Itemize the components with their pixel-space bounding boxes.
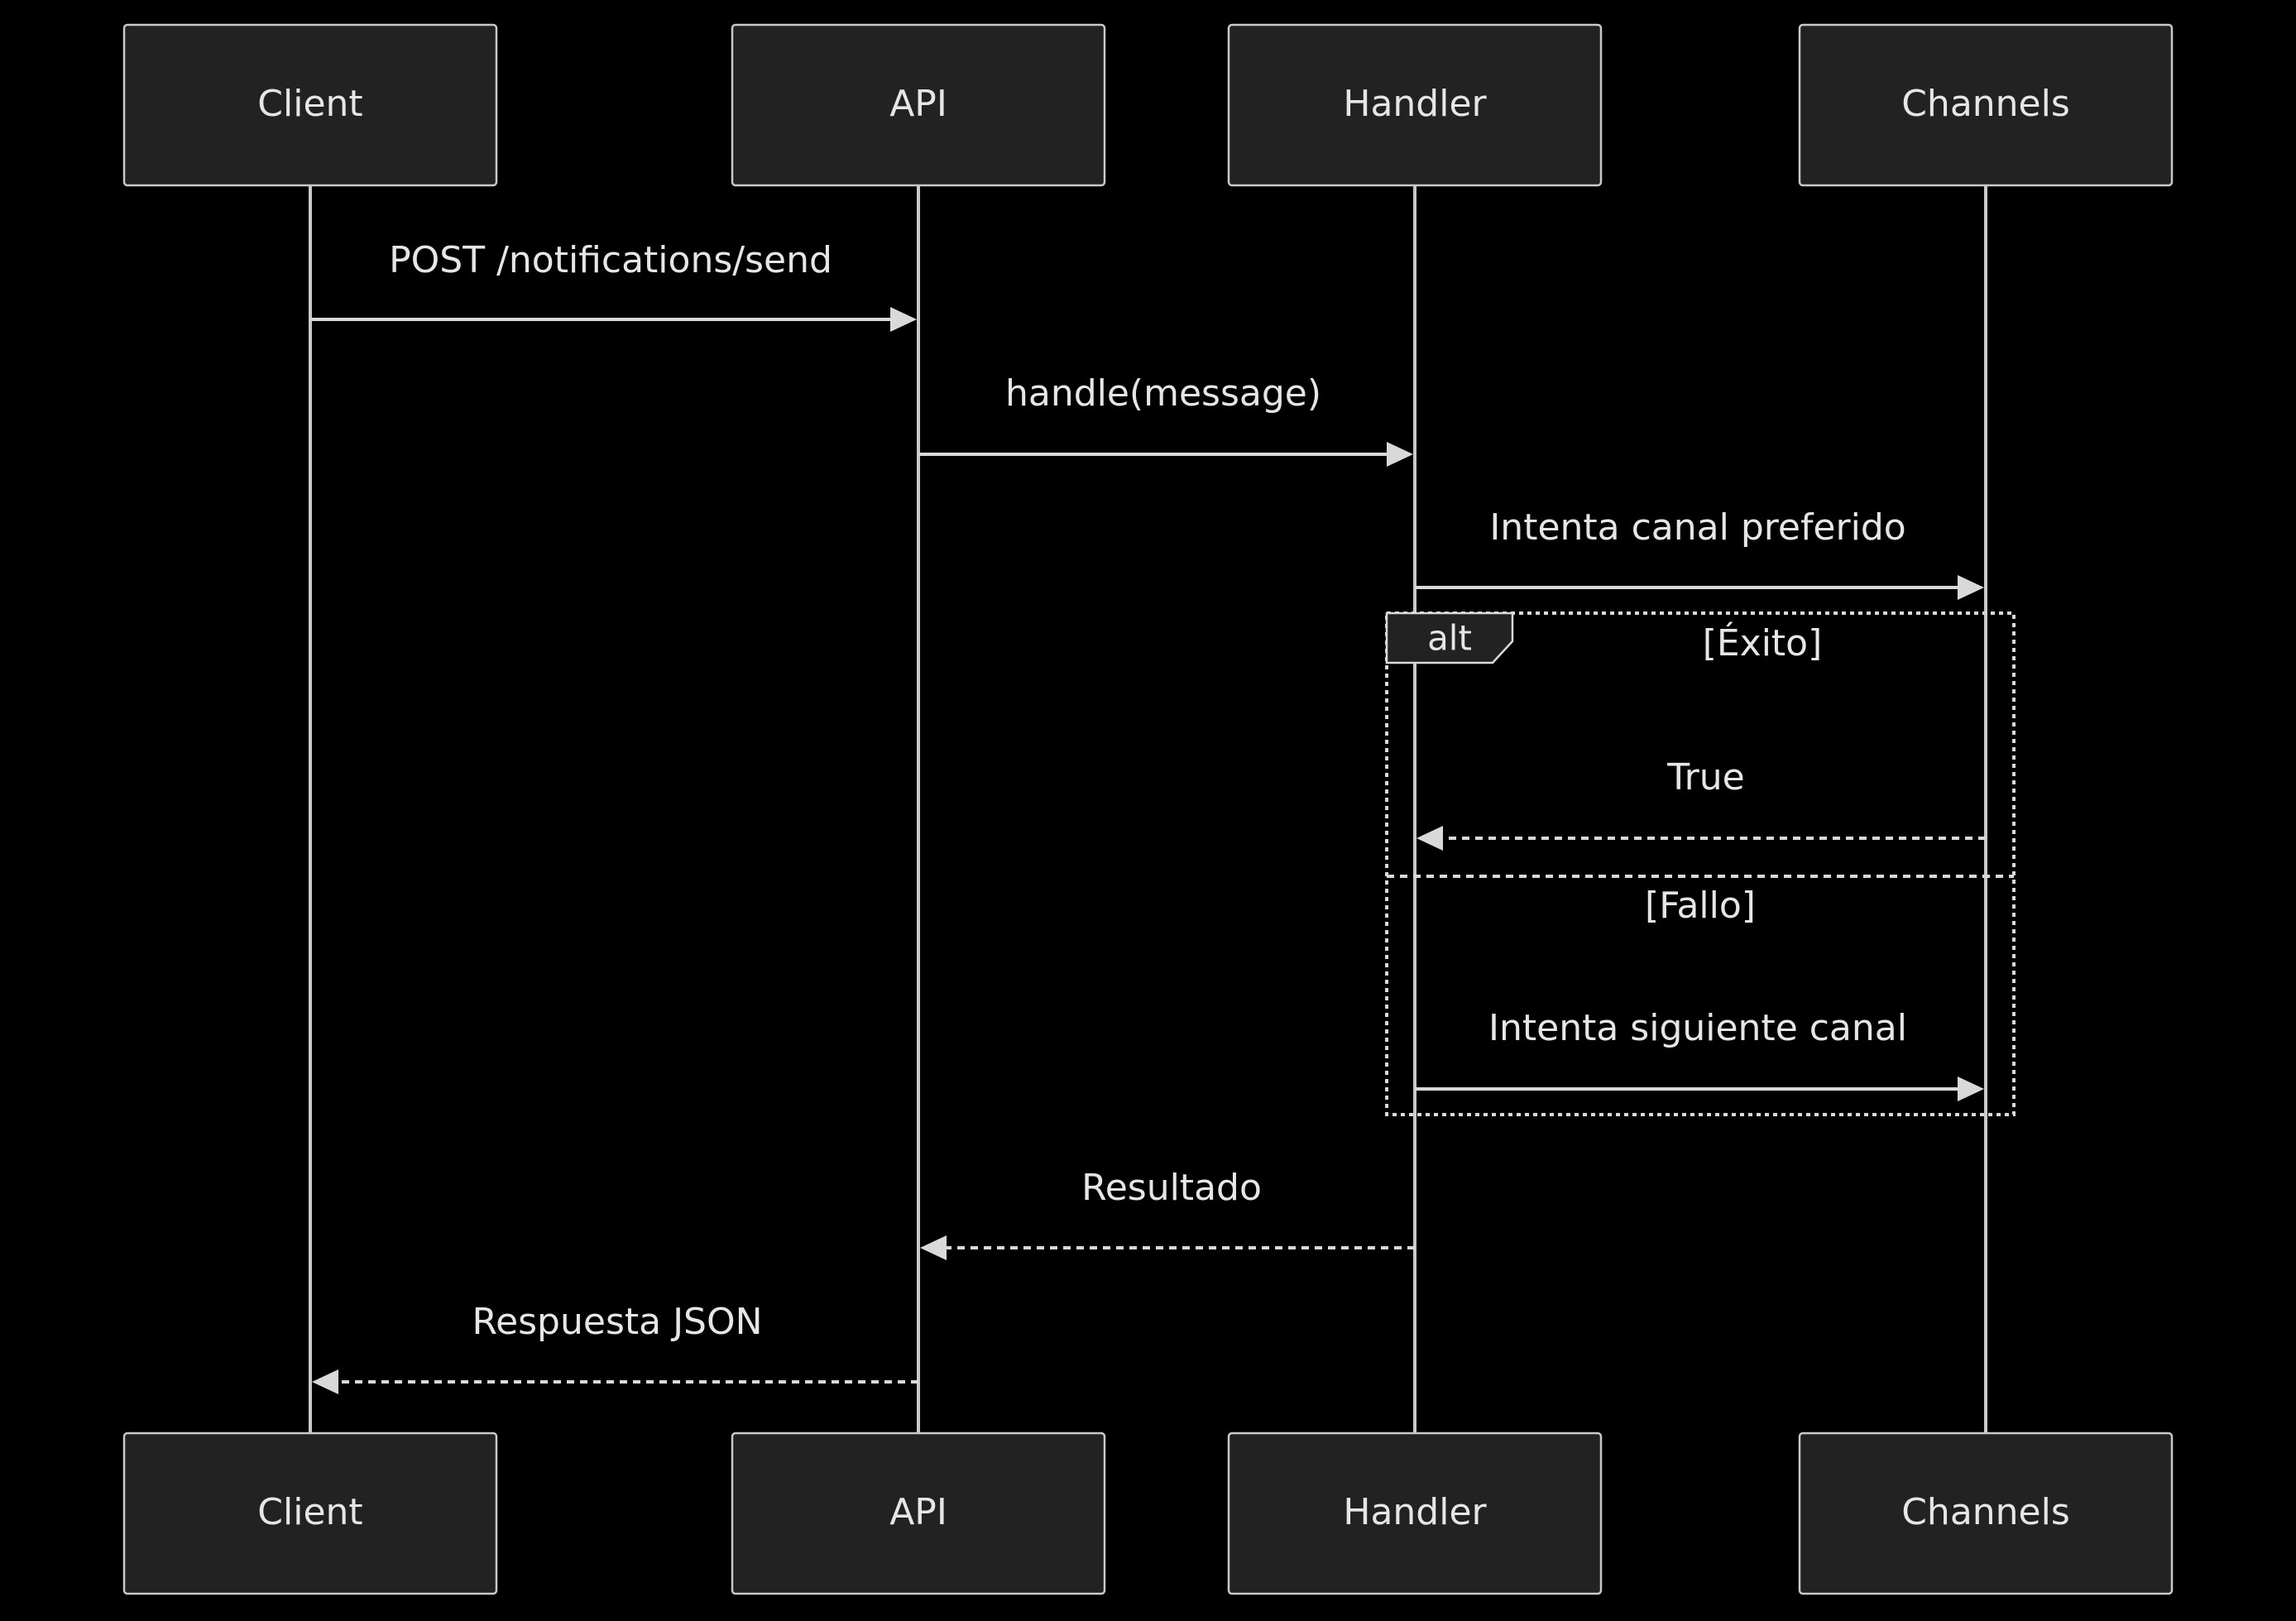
arrowhead-right bbox=[890, 307, 917, 332]
alt-tag-label: alt bbox=[1427, 618, 1472, 659]
message-handle-label: handle(message) bbox=[1005, 372, 1321, 415]
arrowhead-right bbox=[1387, 442, 1413, 467]
actor-api-top-label: API bbox=[889, 83, 947, 125]
message-try-next: Intenta siguiente canal bbox=[1415, 1007, 1984, 1101]
actor-client-top-label: Client bbox=[257, 83, 362, 125]
actor-channels-top: Channels bbox=[1798, 23, 2174, 187]
message-try-preferred: Intenta canal preferido bbox=[1415, 506, 1984, 600]
alt-tag bbox=[1385, 611, 1514, 664]
actor-api-bottom: API bbox=[731, 1432, 1106, 1595]
message-true: True bbox=[1416, 756, 1986, 851]
alt-frame: alt [Éxito] [Fallo] bbox=[1385, 611, 2016, 1116]
message-handle: handle(message) bbox=[918, 372, 1413, 467]
message-post-send: POST /notifications/send bbox=[310, 239, 917, 332]
actor-handler-top: Handler bbox=[1227, 23, 1603, 187]
message-post-send-label: POST /notifications/send bbox=[389, 239, 832, 281]
alt-guard-success: [Éxito] bbox=[1703, 621, 1823, 664]
message-try-next-label: Intenta siguiente canal bbox=[1488, 1007, 1907, 1049]
message-result: Resultado bbox=[920, 1167, 1415, 1260]
arrowhead-right bbox=[1958, 1077, 1984, 1101]
message-json-response-label: Respuesta JSON bbox=[472, 1301, 762, 1343]
actor-client-top: Client bbox=[122, 23, 498, 187]
actor-api-top: API bbox=[731, 23, 1106, 187]
arrowhead-left bbox=[312, 1369, 338, 1394]
actor-api-bottom-label: API bbox=[889, 1491, 947, 1533]
message-json-response: Respuesta JSON bbox=[312, 1301, 918, 1394]
actor-client-bottom: Client bbox=[122, 1432, 498, 1595]
arrowhead-left bbox=[1416, 826, 1443, 851]
arrowhead-right bbox=[1958, 575, 1984, 600]
actor-channels-top-label: Channels bbox=[1901, 83, 2070, 125]
arrowhead-left bbox=[920, 1235, 947, 1260]
message-true-label: True bbox=[1666, 756, 1744, 799]
actor-handler-top-label: Handler bbox=[1343, 83, 1487, 125]
actor-client-bottom-label: Client bbox=[257, 1491, 362, 1533]
message-result-label: Resultado bbox=[1081, 1167, 1262, 1209]
alt-guard-failure: [Fallo] bbox=[1645, 885, 1756, 927]
actor-handler-bottom: Handler bbox=[1227, 1432, 1603, 1595]
actor-handler-bottom-label: Handler bbox=[1343, 1491, 1487, 1533]
actor-channels-bottom-label: Channels bbox=[1901, 1491, 2070, 1533]
message-try-preferred-label: Intenta canal preferido bbox=[1489, 506, 1905, 549]
actor-channels-bottom: Channels bbox=[1798, 1432, 2174, 1595]
